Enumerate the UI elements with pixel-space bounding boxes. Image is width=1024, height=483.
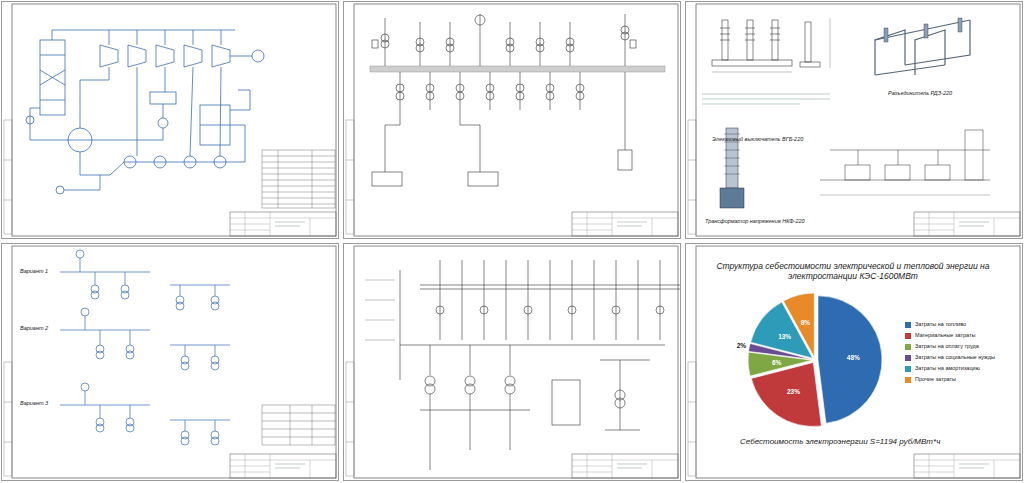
- legend-row: Затраты на социальные нужды: [905, 355, 995, 361]
- legend-swatch: [905, 366, 911, 372]
- percent-label: 2%: [737, 342, 746, 349]
- legend-row: Материальные затраты: [905, 333, 975, 339]
- legend-text: Затраты на оплату труда: [915, 343, 979, 349]
- percent-label: 6%: [772, 359, 781, 366]
- legend-row: Прочие затраты: [905, 377, 956, 383]
- variant-label: Вариант 3: [20, 400, 48, 406]
- percent-label: 23%: [787, 388, 800, 395]
- chart-title: Структура себестоимости электрической и …: [692, 262, 1014, 282]
- legend-text: Материальные затраты: [915, 332, 975, 338]
- legend-swatch: [905, 377, 911, 383]
- percent-label: 13%: [778, 333, 791, 340]
- legend-text: Затраты на социальные нужды: [915, 354, 995, 360]
- chart-caption: Себестоимость электроэнергии S=1194 руб/…: [740, 437, 940, 446]
- legend-swatch: [905, 333, 911, 339]
- legend-swatch: [905, 322, 911, 328]
- percent-label: 8%: [801, 319, 810, 326]
- legend-row: Затраты на топливо: [905, 322, 966, 328]
- part-caption: Трансформатор напряжения НКФ-220: [705, 218, 805, 224]
- variant-label: Вариант 2: [20, 325, 48, 331]
- legend-text: Затраты на амортизацию: [915, 365, 980, 371]
- legend-text: Прочие затраты: [915, 376, 956, 382]
- legend-swatch: [905, 344, 911, 350]
- legend-swatch: [905, 355, 911, 361]
- pie-slice: [783, 293, 814, 357]
- pie-slice: [818, 296, 882, 423]
- legend-text: Затраты на топливо: [915, 321, 966, 327]
- legend-row: Затраты на оплату труда: [905, 344, 979, 350]
- part-caption: Разъединитель РДЗ-220: [888, 90, 952, 96]
- part-caption: Элегазовый выключатель ВГБ-220: [712, 136, 803, 142]
- variant-label: Вариант 1: [20, 268, 48, 274]
- percent-label: 48%: [847, 354, 860, 361]
- legend-row: Затраты на амортизацию: [905, 366, 980, 372]
